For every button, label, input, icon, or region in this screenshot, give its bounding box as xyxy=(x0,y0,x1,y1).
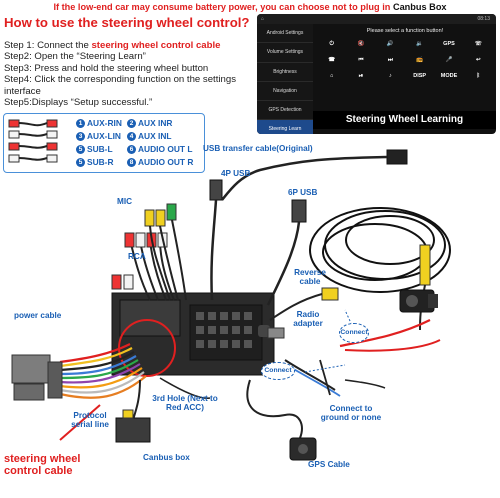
usb-4p-connector xyxy=(210,180,222,300)
label-radio-adapter: Radio adapter xyxy=(287,310,329,328)
backup-camera-icon xyxy=(400,290,438,312)
label-mic: MIC xyxy=(117,197,132,206)
power-icon[interactable]: ⏻ xyxy=(317,38,346,50)
rca-plug-white-icon xyxy=(9,131,19,138)
menu-item-android[interactable]: Android Settings xyxy=(257,24,313,43)
music-icon[interactable]: ♪ xyxy=(376,70,405,82)
wiring-diagram xyxy=(0,140,500,498)
disp-button[interactable]: DISP xyxy=(405,70,434,82)
steering-learning-caption: Steering Wheel Learning xyxy=(313,111,496,129)
bluetooth-icon[interactable]: ᛒ xyxy=(464,70,493,82)
mic-icon[interactable]: 🎤 xyxy=(434,54,463,66)
usb-6p-connector xyxy=(268,200,306,305)
connect-badge-top: Connect xyxy=(339,323,369,343)
head-unit-back xyxy=(112,293,274,375)
step-5: Step5:Displays “Setup successful.” xyxy=(4,97,266,108)
status-bar: ⌂ 08:13 xyxy=(257,14,496,24)
menu-item-steering-learn[interactable]: Steering Learn xyxy=(257,120,313,134)
step-2: Step2: Open the “Steering Learn” xyxy=(4,51,266,62)
back-icon[interactable]: ↩ xyxy=(464,54,493,66)
volume-down-icon[interactable]: 🔉 xyxy=(405,38,434,50)
function-prompt: Please select a function button! xyxy=(317,28,493,34)
menu-item-gps-detection[interactable]: GPS Detection xyxy=(257,101,313,120)
radio-icon[interactable]: 📻 xyxy=(405,54,434,66)
label-gps-cable: GPS Cable xyxy=(308,460,350,469)
label-canbus-box: Canbus box xyxy=(143,453,190,462)
label-reverse-cable: Reverse cable xyxy=(290,268,330,286)
menu-item-navigation[interactable]: Navigation xyxy=(257,82,313,101)
next-track-icon[interactable]: ⏭ xyxy=(376,54,405,66)
menu-item-brightness[interactable]: Brightness xyxy=(257,63,313,82)
function-grid: ⏻ 🔇 🔊 🔉 GPS ☏ ☎ ⏮ ⏭ 📻 🎤 ↩ ⌂ ⏯ ♪ DISP MOD… xyxy=(317,38,493,82)
prev-track-icon[interactable]: ⏮ xyxy=(346,54,375,66)
step-1: Step 1: Connect the steering wheel contr… xyxy=(4,40,266,51)
canbus-box-icon xyxy=(116,380,150,442)
step-4: Step4: Click the corresponding function … xyxy=(4,74,266,97)
main-title: How to use the steering wheel control? xyxy=(4,15,249,30)
rca-plug-white-icon xyxy=(47,131,57,138)
rca-plug-red-icon xyxy=(47,120,57,127)
power-plug xyxy=(12,355,62,400)
settings-menu: Android Settings Volume Settings Brightn… xyxy=(257,24,313,134)
radio-adapter-plug xyxy=(268,328,284,338)
mode-button[interactable]: MODE xyxy=(434,70,463,82)
volume-up-icon[interactable]: 🔊 xyxy=(376,38,405,50)
label-4p-usb: 4P USB xyxy=(221,169,250,178)
call-icon[interactable]: ☏ xyxy=(464,38,493,50)
label-steering-wheel-cable: steering wheel control cable xyxy=(4,453,104,477)
function-panel: Please select a function button! ⏻ 🔇 🔊 🔉… xyxy=(317,28,493,108)
gps-button[interactable]: GPS xyxy=(434,38,463,50)
ground-wires xyxy=(285,360,385,396)
label-6p-usb: 6P USB xyxy=(288,188,317,197)
label-power-cable: power cable xyxy=(14,311,61,320)
home-button-icon[interactable]: ⌂ xyxy=(317,70,346,82)
steps-list: Step 1: Connect the steering wheel contr… xyxy=(4,40,266,108)
top-note-bold: Canbus Box xyxy=(393,2,447,12)
hangup-icon[interactable]: ☎ xyxy=(317,54,346,66)
label-usb-transfer: USB transfer cable(Original) xyxy=(203,144,313,153)
label-protocol-serial-line: Protocol serial line xyxy=(65,411,115,429)
mute-icon[interactable]: 🔇 xyxy=(346,38,375,50)
gps-antenna-icon xyxy=(247,380,316,460)
label-connect-ground: Connect to ground or none xyxy=(320,404,382,422)
step-3: Step3: Press and hold the steering wheel… xyxy=(4,63,266,74)
top-note: If the low-end car may consume battery p… xyxy=(0,0,500,15)
rca-plug-red-icon xyxy=(9,120,19,127)
menu-item-volume[interactable]: Volume Settings xyxy=(257,43,313,62)
label-third-hole: 3rd Hole (Next to Red ACC) xyxy=(149,394,221,412)
connect-badge-bottom: Connect xyxy=(261,362,295,380)
label-rca: RCA xyxy=(128,252,146,261)
home-icon[interactable]: ⌂ xyxy=(261,14,264,24)
play-pause-icon[interactable]: ⏯ xyxy=(346,70,375,82)
status-time: 08:13 xyxy=(477,14,490,24)
head-unit-screen: ⌂ 08:13 Android Settings Volume Settings… xyxy=(257,14,496,134)
